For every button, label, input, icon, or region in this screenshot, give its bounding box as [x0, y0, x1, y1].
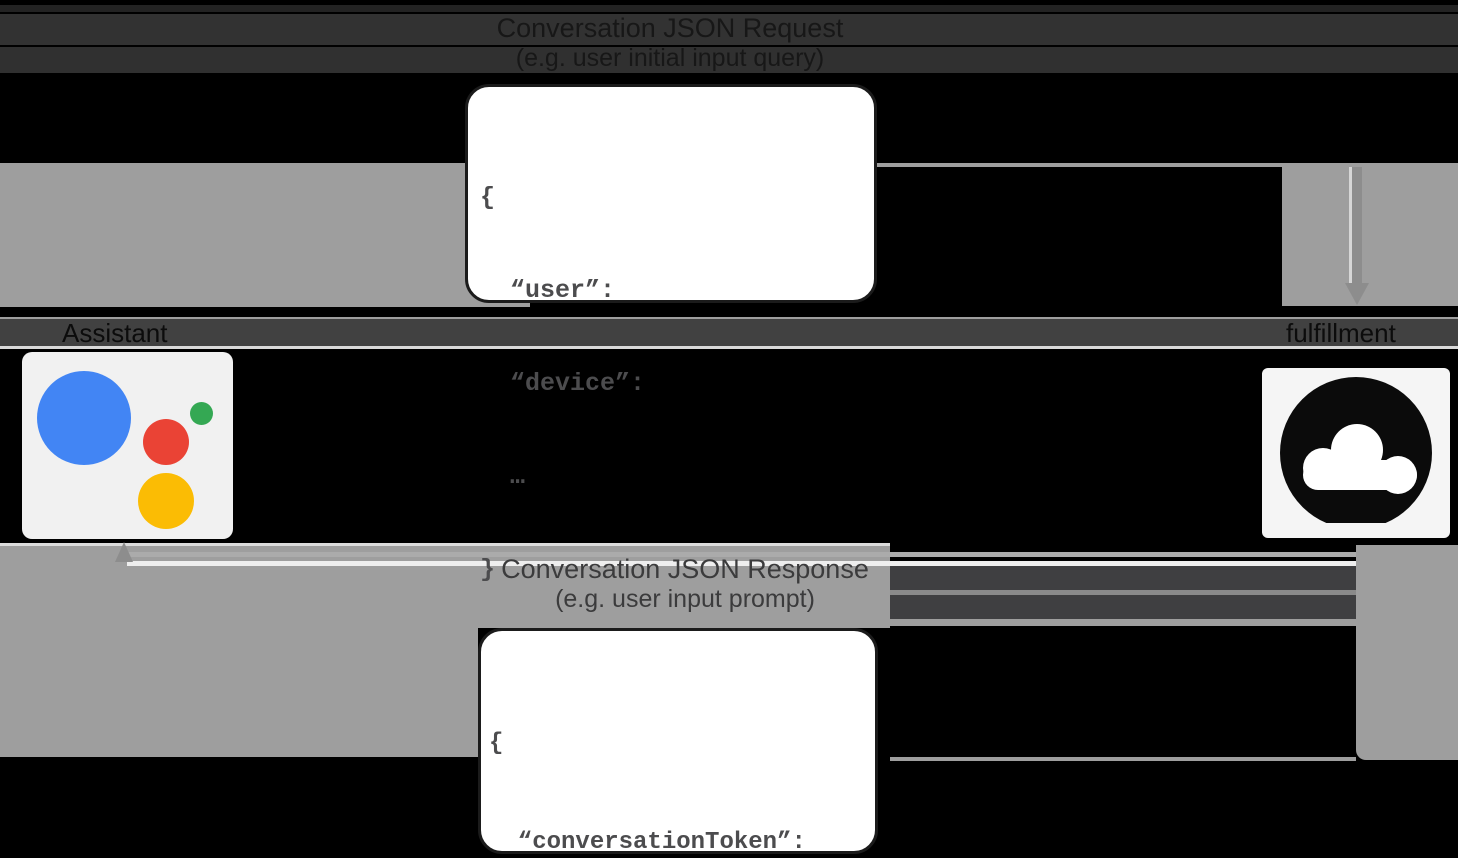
response-arrow-line [127, 552, 1356, 557]
assistant-red-dot [143, 419, 189, 465]
request-title: Conversation JSON Request (e.g. user ini… [405, 12, 935, 72]
response-arrow-top-edge [0, 543, 890, 546]
response-stripe [890, 590, 1356, 595]
response-title: Conversation JSON Response (e.g. user in… [420, 554, 950, 613]
request-arrow-shaft-left [0, 163, 530, 307]
request-arrow-shaft-right [1282, 163, 1458, 306]
request-arrow-edge [1349, 167, 1352, 283]
request-title-line1: Conversation JSON Request [496, 13, 844, 43]
google-assistant-logo-icon [22, 352, 233, 539]
top-stripe [0, 14, 1458, 45]
request-arrow-vertical [1352, 167, 1362, 283]
response-json-snippet: { “conversationToken”: “userStorage”: … … [478, 628, 878, 856]
json-line: “conversationToken”: [489, 829, 806, 856]
assistant-green-dot [190, 402, 213, 425]
json-line: { [480, 183, 496, 212]
json-line: { [489, 730, 504, 757]
arrow-up-icon [115, 542, 133, 562]
cloud-circle-cut [1272, 523, 1440, 538]
response-arrow-line [127, 561, 1356, 566]
response-arrow-bottom-edge [890, 757, 1356, 761]
response-title-line2: (e.g. user input prompt) [555, 585, 815, 613]
request-arrow-line [530, 163, 1282, 167]
json-line: } [480, 555, 496, 584]
fulfillment-label: fulfillment [1286, 318, 1396, 348]
json-line: … [480, 462, 526, 491]
response-stripe [890, 595, 1356, 619]
response-stripe [890, 619, 1356, 626]
response-arrow-shaft-right [1356, 545, 1458, 760]
response-arrow-shaft-left [0, 546, 478, 757]
assistant-label: Assistant [62, 318, 168, 348]
request-json-snippet: { “user”: “device”: … } [465, 84, 877, 584]
json-line: “device”: [480, 369, 646, 398]
top-stripe [0, 47, 1458, 73]
json-line: “user”: [480, 276, 616, 305]
cloud-icon [1262, 368, 1450, 538]
node-label-strip: Assistant fulfillment [0, 317, 1458, 349]
request-title-line2: (e.g. user initial input query) [515, 44, 825, 72]
assistant-yellow-dot [138, 473, 194, 529]
response-stripe [890, 566, 1356, 590]
arrow-down-icon [1345, 283, 1369, 305]
top-stripe [0, 5, 1458, 12]
response-arrow-shaft-mid [478, 546, 890, 628]
assistant-blue-dot [37, 371, 131, 465]
response-title-line1: Conversation JSON Response [501, 554, 869, 584]
cloud-glyph [1303, 460, 1417, 490]
